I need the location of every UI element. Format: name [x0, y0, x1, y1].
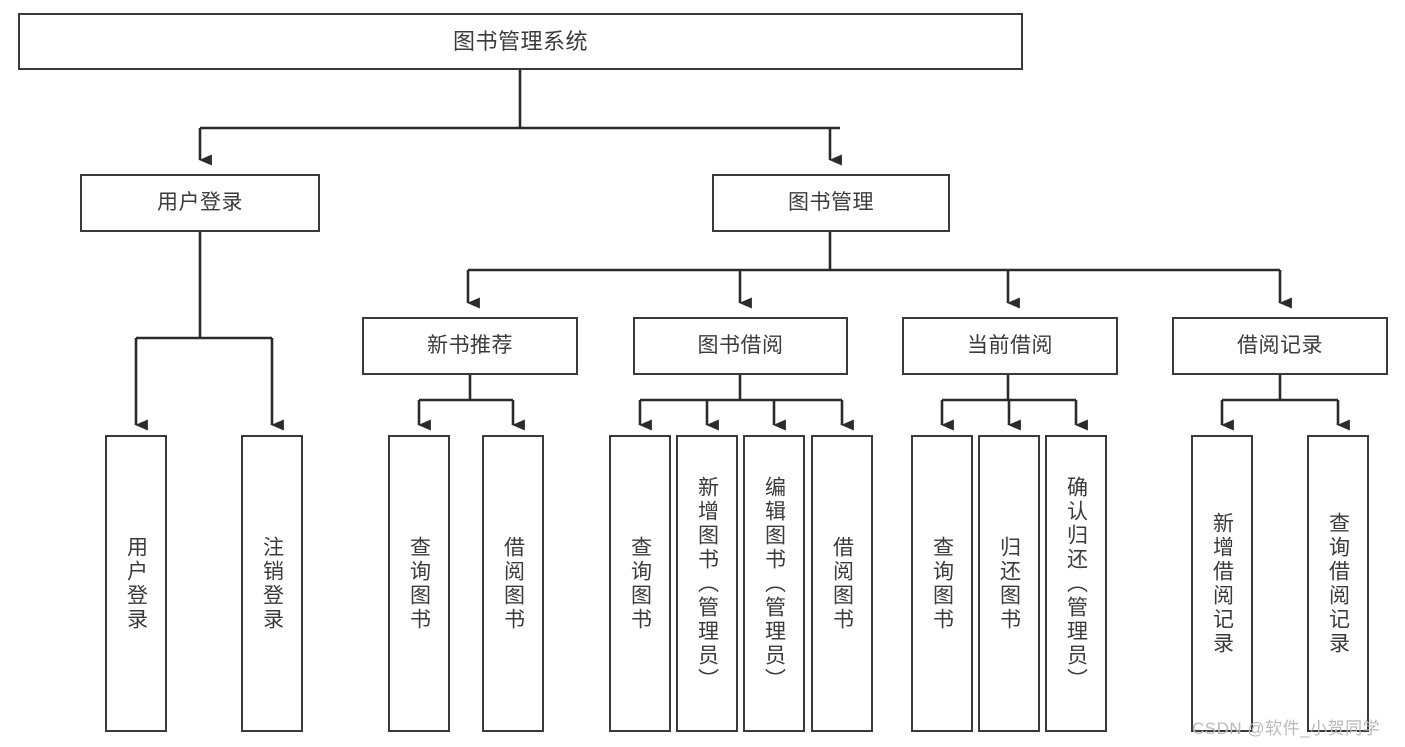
node-book-management[interactable]: 图书管理 — [712, 174, 950, 232]
node-leaf-records-query-record-label: 查询借阅记录 — [1326, 511, 1350, 656]
node-leaf-records-add-record-label: 新增借阅记录 — [1210, 511, 1234, 656]
node-current-borrow[interactable]: 当前借阅 — [902, 317, 1118, 375]
node-root-system-label: 图书管理系统 — [452, 28, 588, 54]
node-leaf-user-login[interactable]: 用户登录 — [105, 435, 167, 732]
node-leaf-borrow-add-book-admin[interactable]: 新增图书（管理员） — [676, 435, 738, 732]
node-leaf-current-return-books-label: 归还图书 — [997, 535, 1021, 632]
node-leaf-user-login-label: 用户登录 — [124, 535, 148, 632]
node-leaf-current-confirm-return-admin-label: 确认归还（管理员） — [1064, 475, 1088, 692]
node-leaf-borrow-edit-book-admin[interactable]: 编辑图书（管理员） — [743, 435, 805, 732]
node-user-login[interactable]: 用户登录 — [80, 174, 320, 232]
node-leaf-newbook-query-books-label: 查询图书 — [407, 535, 431, 632]
node-book-borrow-label: 图书借阅 — [697, 333, 784, 357]
node-leaf-newbook-borrow-books-label: 借阅图书 — [501, 535, 525, 632]
node-borrow-records[interactable]: 借阅记录 — [1172, 317, 1388, 375]
node-leaf-current-confirm-return-admin[interactable]: 确认归还（管理员） — [1045, 435, 1107, 732]
node-leaf-logout-label: 注销登录 — [260, 535, 284, 632]
node-leaf-records-query-record[interactable]: 查询借阅记录 — [1307, 435, 1369, 732]
csdn-watermark: CSDN @软件_小贺同学 — [1192, 719, 1381, 738]
node-leaf-current-query-books-label: 查询图书 — [930, 535, 954, 632]
node-leaf-borrow-add-book-admin-label: 新增图书（管理员） — [695, 475, 719, 692]
node-current-borrow-label: 当前借阅 — [967, 333, 1053, 357]
node-book-borrow[interactable]: 图书借阅 — [633, 317, 848, 375]
node-leaf-borrow-query-books-label: 查询图书 — [628, 535, 652, 632]
node-leaf-logout[interactable]: 注销登录 — [241, 435, 303, 732]
node-leaf-borrow-query-books[interactable]: 查询图书 — [609, 435, 671, 732]
node-leaf-newbook-borrow-books[interactable]: 借阅图书 — [482, 435, 544, 732]
node-root-system[interactable]: 图书管理系统 — [18, 13, 1023, 70]
node-leaf-current-query-books[interactable]: 查询图书 — [911, 435, 973, 732]
node-leaf-borrow-borrow-books[interactable]: 借阅图书 — [811, 435, 873, 732]
node-leaf-current-return-books[interactable]: 归还图书 — [978, 435, 1040, 732]
node-book-management-label: 图书管理 — [788, 190, 874, 214]
node-leaf-borrow-edit-book-admin-label: 编辑图书（管理员） — [762, 475, 786, 692]
node-new-book-recommend-label: 新书推荐 — [427, 333, 513, 357]
node-borrow-records-label: 借阅记录 — [1237, 333, 1323, 357]
node-new-book-recommend[interactable]: 新书推荐 — [362, 317, 578, 375]
node-leaf-records-add-record[interactable]: 新增借阅记录 — [1191, 435, 1253, 732]
node-leaf-borrow-borrow-books-label: 借阅图书 — [830, 535, 854, 632]
node-user-login-label: 用户登录 — [157, 190, 243, 214]
node-leaf-newbook-query-books[interactable]: 查询图书 — [388, 435, 450, 732]
